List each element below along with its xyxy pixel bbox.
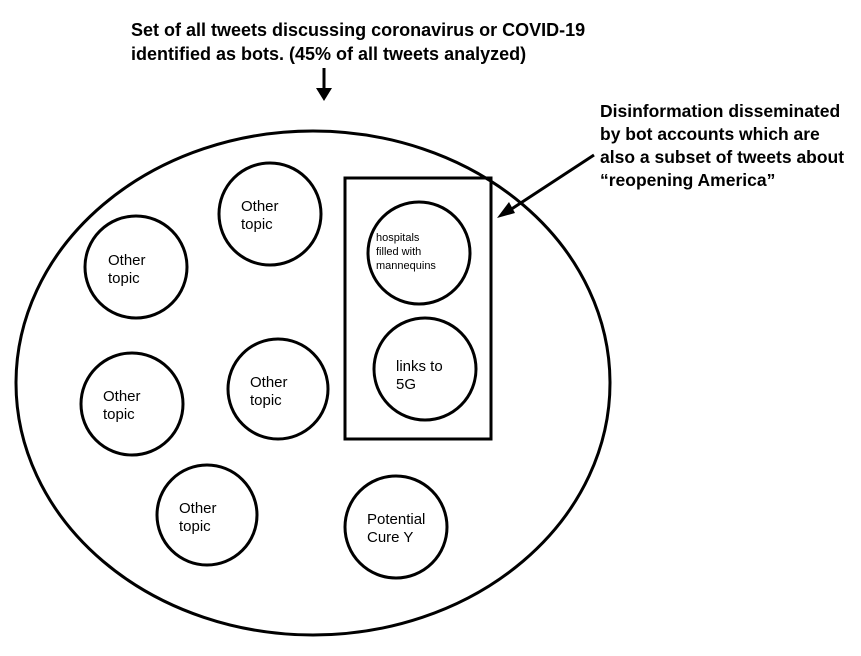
hospitals-mannequins-circle: hospitals filled with mannequins xyxy=(366,200,472,306)
hospitals-line-1: hospitals xyxy=(376,232,420,244)
header-line-2: identified as bots. (45% of all tweets a… xyxy=(131,44,526,64)
topic-2-line-2: topic xyxy=(108,270,140,287)
header-line-1: Set of all tweets discussing coronavirus… xyxy=(131,20,585,40)
header-arrow xyxy=(316,68,332,101)
potential-cure-circle: Potential Cure Y xyxy=(343,474,449,580)
callout-line-1: Disinformation disseminated xyxy=(600,101,840,121)
links-line-2: 5G xyxy=(396,376,416,393)
reopening-america-subset-box xyxy=(343,176,493,441)
links-line-1: links to xyxy=(396,358,443,375)
topic-3-line-1: Other xyxy=(250,374,288,391)
all-bot-tweets-ellipse xyxy=(14,129,612,637)
callout-line-4: “reopening America” xyxy=(600,170,775,190)
topic-circle-2: Other topic xyxy=(83,214,189,320)
hospitals-line-2: filled with xyxy=(376,246,421,258)
cure-line-2: Cure Y xyxy=(367,529,413,546)
hospitals-line-3: mannequins xyxy=(376,260,436,272)
topic-2-line-1: Other xyxy=(108,252,146,269)
topic-circle-5: Other topic xyxy=(155,463,259,567)
callout-line-3: also a subset of tweets about xyxy=(600,147,844,167)
topic-4-line-1: Other xyxy=(103,388,141,405)
links-to-5g-circle: links to 5G xyxy=(372,316,478,422)
topic-5-line-2: topic xyxy=(179,518,211,535)
topic-5-line-1: Other xyxy=(179,500,217,517)
topic-circle-4: Other topic xyxy=(79,351,185,457)
topic-1-line-1: Other xyxy=(241,198,279,215)
topic-circle-3: Other topic xyxy=(226,337,330,441)
cure-line-1: Potential xyxy=(367,511,425,528)
topic-circle-1: Other topic xyxy=(217,161,323,267)
topic-4-line-2: topic xyxy=(103,406,135,423)
topic-3-line-2: topic xyxy=(250,392,282,409)
callout-arrow xyxy=(497,153,595,218)
callout-line-2: by bot accounts which are xyxy=(600,124,820,144)
topic-1-line-2: topic xyxy=(241,216,273,233)
